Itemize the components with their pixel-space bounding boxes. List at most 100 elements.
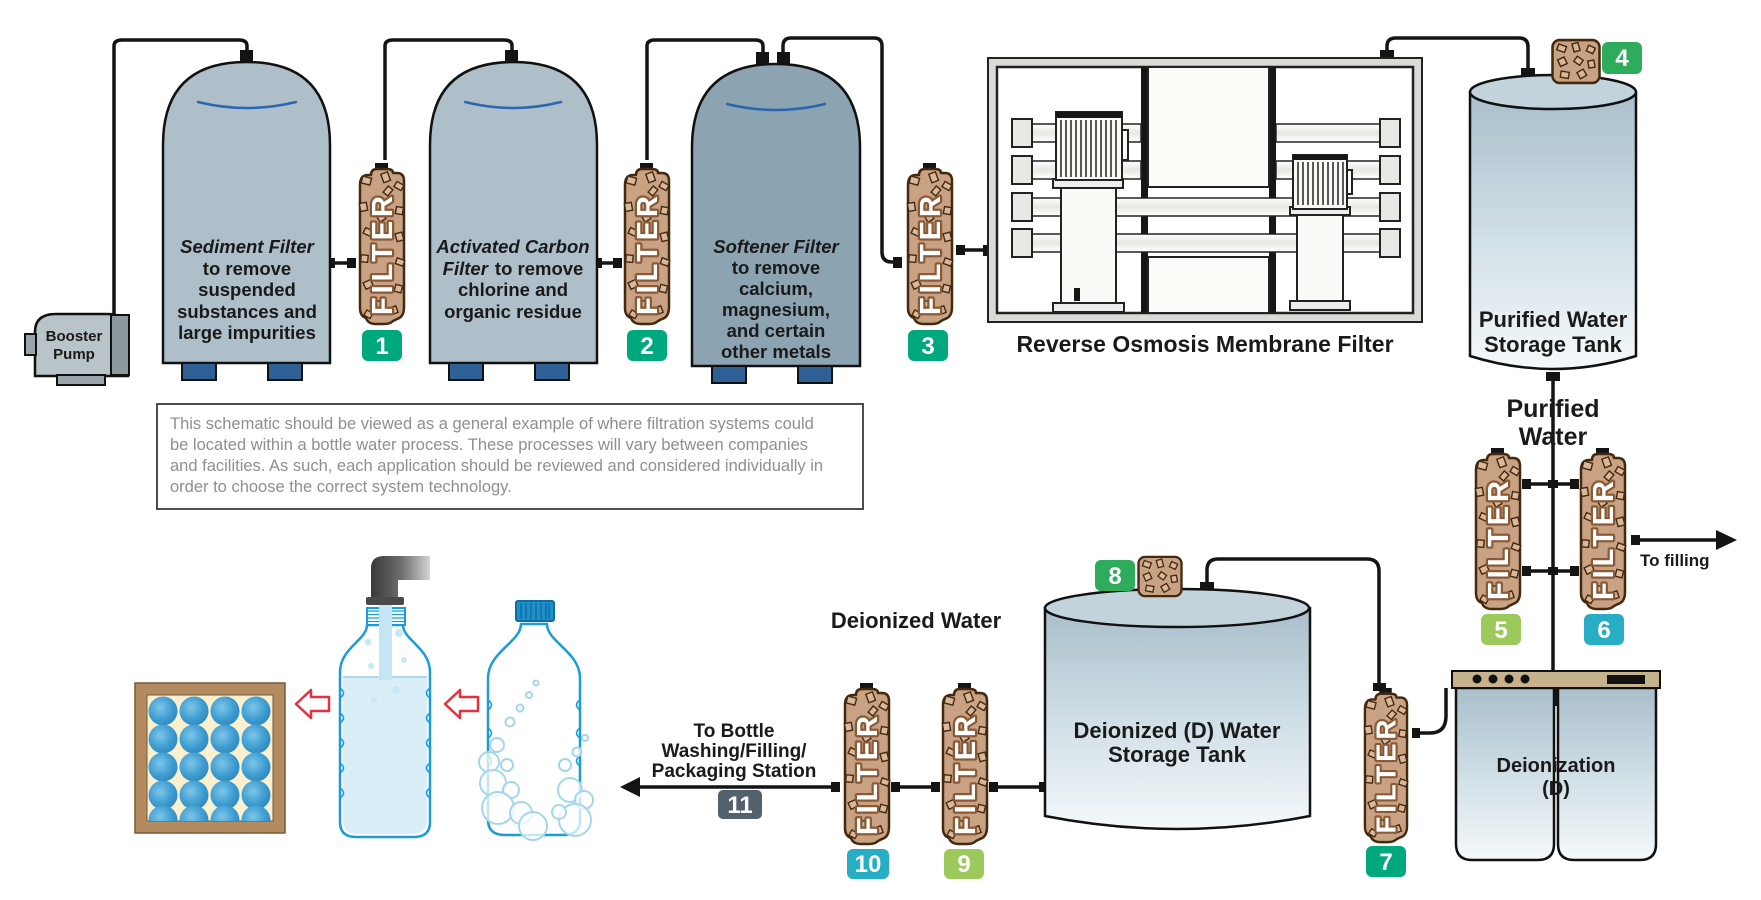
badge-11: 11 xyxy=(718,790,762,819)
filter-3 xyxy=(907,163,952,324)
bottle-water xyxy=(343,677,427,834)
booster-pump: Booster Pump xyxy=(24,312,130,386)
filter-4 xyxy=(1551,38,1601,85)
cap-ridges xyxy=(520,603,550,619)
filter-6 xyxy=(1580,448,1625,609)
softener-line: and certain xyxy=(727,320,826,341)
pipe-filter7-to-deionization xyxy=(1416,688,1448,735)
ro-panel-top xyxy=(1147,66,1270,188)
pipe-softener-to-filter3 xyxy=(781,36,900,264)
tank-body xyxy=(1043,606,1312,831)
filling-bottle xyxy=(338,556,432,839)
sediment-line: substances and xyxy=(177,301,317,322)
badge-3: 3 xyxy=(908,330,948,361)
station-label2: Washing/Filling/ xyxy=(662,741,808,762)
ro-divider-bar xyxy=(1269,67,1276,313)
tank-foot xyxy=(534,362,570,381)
water-droplets xyxy=(364,629,407,703)
pipe-filter2-to-softener xyxy=(645,38,765,160)
pipe-ro-to-purified-tank xyxy=(1385,36,1530,74)
badge-2: 2 xyxy=(627,330,667,361)
filter-10 xyxy=(844,683,889,844)
deionized-tank-label1: Deionized (D) Water xyxy=(1074,718,1281,743)
disclaimer-line: This schematic should be viewed as a gen… xyxy=(170,415,814,433)
tank-body xyxy=(690,62,862,368)
bottle-notches xyxy=(339,687,431,799)
deionized-tank-label2: Storage Tank xyxy=(1108,742,1247,767)
purified-flow-label2: Water xyxy=(1519,423,1588,451)
tank-foot xyxy=(267,362,303,381)
sediment-line: to remove xyxy=(203,258,291,279)
di-dot xyxy=(1472,674,1482,684)
station-label3: Packaging Station xyxy=(652,761,817,782)
disclaimer-box xyxy=(156,403,864,510)
svg-text:7: 7 xyxy=(1379,849,1392,876)
deionized-storage-tank: Deionized (D) Water Storage Tank xyxy=(1043,587,1312,831)
ro-panel-bottom xyxy=(1147,256,1270,314)
di-dot xyxy=(1488,674,1498,684)
filter-7 xyxy=(1364,688,1407,842)
pump-side-panel xyxy=(110,314,130,376)
carbon-line: chlorine and xyxy=(458,279,568,300)
red-arrow-icon xyxy=(294,688,331,720)
tank-foot xyxy=(797,365,833,384)
badge-6: 6 xyxy=(1584,614,1624,645)
deionization-label2: (D) xyxy=(1542,778,1570,800)
softener-tank: Softener Filter to remove calcium, magne… xyxy=(690,62,862,384)
carbon-line: organic residue xyxy=(444,301,582,322)
tank-body xyxy=(161,60,332,365)
softener-line: magnesium, xyxy=(722,299,830,320)
di-vent xyxy=(1607,675,1645,684)
pump-base xyxy=(56,374,106,386)
softener-line: other metals xyxy=(721,341,831,362)
disclaimer: This schematic should be viewed as a gen… xyxy=(156,403,864,510)
filter-1 xyxy=(359,163,404,324)
to-filling-arrowhead xyxy=(1716,530,1737,550)
waterline-icon xyxy=(725,102,827,112)
filter-5 xyxy=(1475,448,1520,609)
badge-8: 8 xyxy=(1095,560,1135,591)
badge-1: 1 xyxy=(362,330,402,361)
water-stream xyxy=(379,600,392,680)
filter-2 xyxy=(624,163,669,324)
wash-bubbles xyxy=(478,679,594,841)
softener-line: calcium, xyxy=(739,278,813,299)
badge-4: 4 xyxy=(1602,42,1642,74)
filter-8 xyxy=(1137,555,1183,598)
purified-tank-label2: Storage Tank xyxy=(1484,332,1623,357)
tank-foot xyxy=(711,365,747,384)
cap-crate xyxy=(134,682,286,834)
pipe-filter1-to-carbon xyxy=(383,38,514,160)
tank-body xyxy=(428,60,599,365)
svg-text:11: 11 xyxy=(727,792,752,819)
svg-text:3: 3 xyxy=(921,333,934,360)
svg-text:8: 8 xyxy=(1108,563,1121,590)
svg-text:5: 5 xyxy=(1494,617,1507,644)
pump-label-line2: Pump xyxy=(53,346,95,363)
svg-text:9: 9 xyxy=(957,851,970,878)
purified-flow-label1: Purified xyxy=(1506,395,1599,423)
badge-7: 7 xyxy=(1366,846,1406,877)
di-tank-right xyxy=(1556,686,1658,862)
tank-foot xyxy=(181,362,217,381)
station-arrowhead xyxy=(620,777,640,797)
deionized-flow-label: Deionized Water xyxy=(831,608,1002,633)
softener-title: Softener Filter xyxy=(713,236,840,257)
pipes xyxy=(112,36,1737,797)
svg-text:6: 6 xyxy=(1597,617,1610,644)
softener-line: to remove xyxy=(732,257,820,278)
disclaimer-line: and facilities. As such, each applicatio… xyxy=(170,457,823,475)
purified-tank-label1: Purified Water xyxy=(1479,307,1628,332)
badges: 1 2 3 4 5 6 7 8 9 10 11 xyxy=(362,42,1642,879)
di-dot xyxy=(1504,674,1514,684)
pump-inlet-tab xyxy=(24,333,37,356)
waterline-icon xyxy=(196,100,298,110)
badge-10: 10 xyxy=(847,849,889,879)
carbon-title: Activated Carbon xyxy=(435,236,589,257)
svg-text:10: 10 xyxy=(855,851,882,878)
deionization-unit: Deionization (D) xyxy=(1451,670,1661,862)
ro-pump-right xyxy=(1289,154,1353,311)
